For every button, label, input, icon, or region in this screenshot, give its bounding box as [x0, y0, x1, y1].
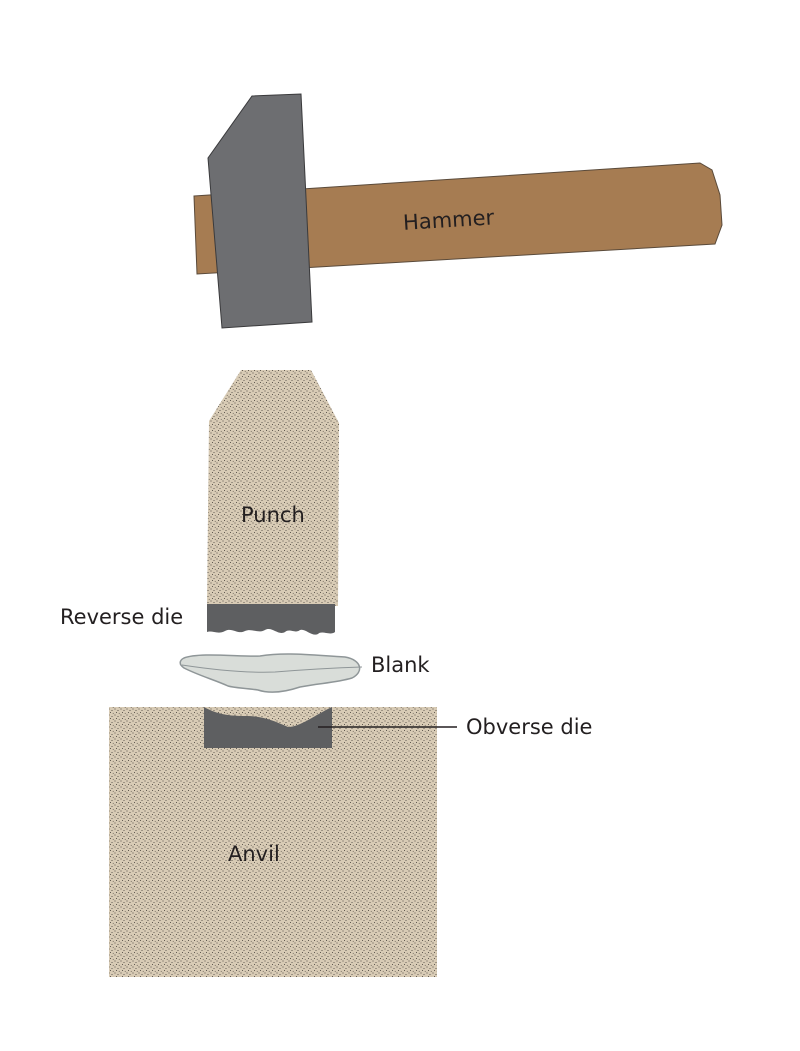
anvil: Anvil [109, 707, 437, 977]
blank: Blank [179, 653, 430, 693]
anvil-body [109, 707, 437, 977]
punch-body [207, 370, 339, 606]
anvil-label: Anvil [228, 842, 280, 866]
obverse-die: Obverse die [204, 707, 592, 748]
reverse-die: Reverse die [60, 604, 335, 635]
reverse-die-label: Reverse die [60, 605, 183, 629]
obverse-die-shape [204, 707, 332, 748]
blank-label: Blank [371, 653, 430, 677]
punch: Punch [207, 370, 339, 606]
obverse-die-label: Obverse die [466, 715, 592, 739]
reverse-die-shape [207, 604, 335, 635]
hammer-label: Hammer [402, 205, 495, 235]
blank-shape [179, 653, 361, 693]
punch-label: Punch [241, 503, 305, 527]
hammer: Hammer [193, 93, 723, 329]
blank-edge-line [181, 664, 363, 673]
hammer-head [207, 93, 313, 329]
